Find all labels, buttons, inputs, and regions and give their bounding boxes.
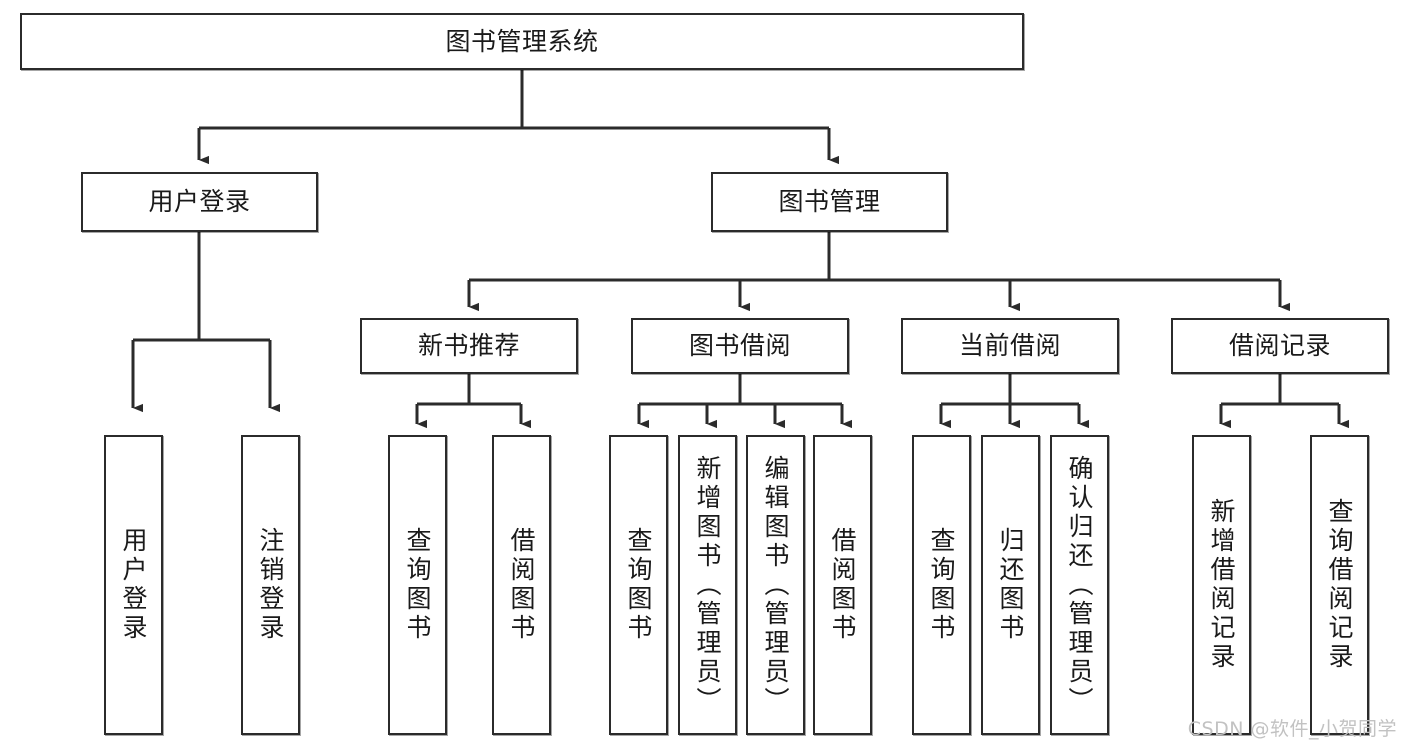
node-leaf-logout-label: 注销登录 [256, 527, 285, 643]
node-book-borrow-label: 图书借阅 [688, 331, 791, 360]
node-root[interactable]: 图书管理系统 [20, 13, 1024, 70]
node-leaf-query-record[interactable]: 查询借阅记录 [1310, 435, 1369, 735]
node-leaf-borrow-book-1-label: 借阅图书 [507, 527, 536, 643]
node-book-manage-label: 图书管理 [778, 187, 881, 216]
node-leaf-borrow-book-2-label: 借阅图书 [828, 527, 857, 643]
node-leaf-return-book-label: 归还图书 [996, 527, 1025, 643]
node-leaf-add-record-label: 新增借阅记录 [1207, 498, 1236, 672]
node-leaf-add-record[interactable]: 新增借阅记录 [1192, 435, 1251, 735]
node-leaf-confirm-return[interactable]: 确认归还（管理员） [1050, 435, 1109, 735]
node-leaf-add-book-label: 新增图书（管理员） [693, 454, 722, 716]
node-borrow-record[interactable]: 借阅记录 [1171, 318, 1389, 374]
node-leaf-query-book-1-label: 查询图书 [403, 527, 432, 643]
node-leaf-edit-book-label: 编辑图书（管理员） [761, 454, 790, 716]
node-leaf-query-record-label: 查询借阅记录 [1325, 498, 1354, 672]
node-leaf-logout[interactable]: 注销登录 [241, 435, 300, 735]
node-borrow-record-label: 借阅记录 [1228, 331, 1331, 360]
node-leaf-borrow-book-1[interactable]: 借阅图书 [492, 435, 551, 735]
node-leaf-confirm-return-label: 确认归还（管理员） [1065, 454, 1094, 716]
node-leaf-query-book-2-label: 查询图书 [624, 527, 653, 643]
node-current-borrow-label: 当前借阅 [958, 331, 1061, 360]
node-leaf-query-book-2[interactable]: 查询图书 [609, 435, 668, 735]
node-leaf-edit-book[interactable]: 编辑图书（管理员） [746, 435, 805, 735]
node-root-label: 图书管理系统 [445, 26, 599, 56]
node-leaf-borrow-book-2[interactable]: 借阅图书 [813, 435, 872, 735]
node-user-login-label: 用户登录 [148, 187, 251, 216]
node-leaf-user-login-label: 用户登录 [119, 527, 148, 643]
watermark-text: CSDN @软件_小贺同学 [1187, 718, 1397, 740]
node-leaf-query-book-3[interactable]: 查询图书 [912, 435, 971, 735]
node-leaf-user-login[interactable]: 用户登录 [104, 435, 163, 735]
node-leaf-query-book-1[interactable]: 查询图书 [388, 435, 447, 735]
node-book-manage[interactable]: 图书管理 [711, 172, 948, 232]
node-current-borrow[interactable]: 当前借阅 [901, 318, 1119, 374]
node-new-book-rec-label: 新书推荐 [417, 331, 520, 360]
node-user-login[interactable]: 用户登录 [81, 172, 318, 232]
node-leaf-query-book-3-label: 查询图书 [927, 527, 956, 643]
node-new-book-rec[interactable]: 新书推荐 [360, 318, 578, 374]
node-leaf-add-book[interactable]: 新增图书（管理员） [678, 435, 737, 735]
node-book-borrow[interactable]: 图书借阅 [631, 318, 849, 374]
node-leaf-return-book[interactable]: 归还图书 [981, 435, 1040, 735]
